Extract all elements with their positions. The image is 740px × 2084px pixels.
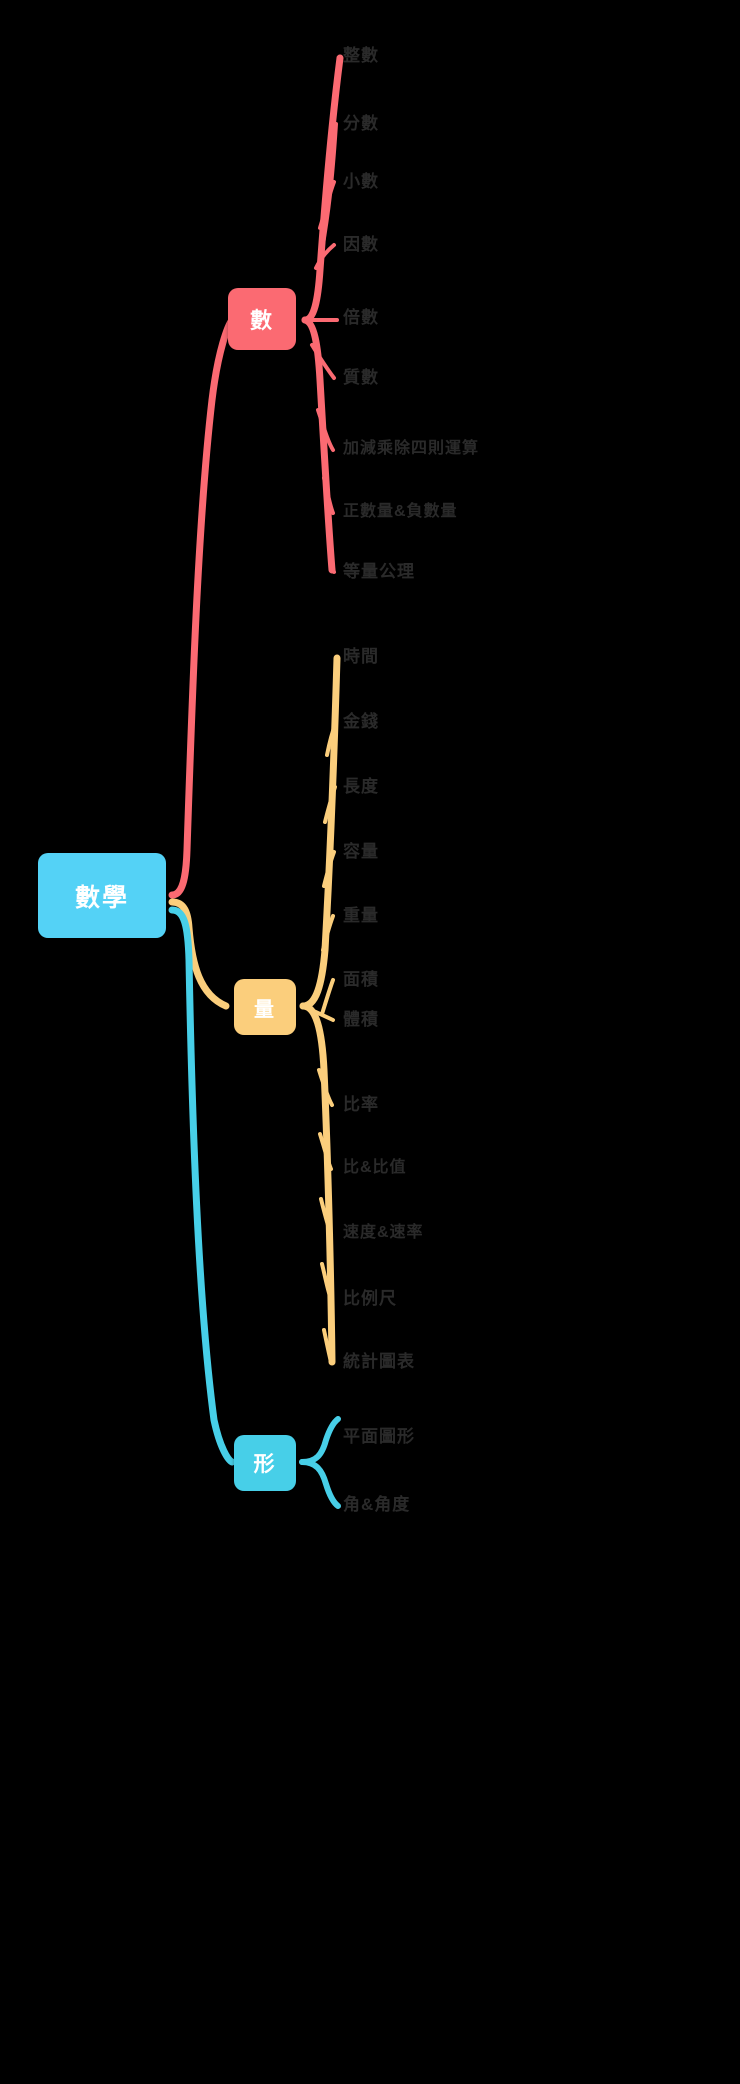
twigs-shape: [299, 1416, 341, 1509]
leaf-node[interactable]: 重量: [343, 906, 379, 925]
leaf-node[interactable]: 小數: [343, 172, 379, 191]
leaf-node[interactable]: 時間: [343, 647, 379, 666]
root-node-mathematics[interactable]: 數學: [38, 853, 166, 938]
leaf-node[interactable]: 角&角度: [343, 1495, 411, 1514]
leaf-node[interactable]: 正數量&負數量: [343, 503, 458, 520]
branch-node-label-shape: 形: [253, 1453, 277, 1476]
branch-node-quantity[interactable]: 量: [234, 979, 296, 1035]
twigs-quantity: [301, 720, 338, 1364]
leaf-node[interactable]: 體積: [343, 1010, 379, 1029]
twigs-number: [303, 122, 339, 574]
trunk-number: [168, 316, 236, 899]
leaf-node[interactable]: 長度: [343, 777, 379, 796]
branch-node-shape[interactable]: 形: [234, 1435, 296, 1491]
leaf-node[interactable]: 倍數: [343, 308, 379, 327]
leaf-node[interactable]: 比&比值: [343, 1159, 407, 1176]
branch-node-label-quantity: 量: [254, 998, 276, 1021]
leaf-node[interactable]: 容量: [343, 842, 379, 861]
leaf-node[interactable]: 金錢: [343, 712, 379, 731]
leaf-node[interactable]: 加減乘除四則運算: [343, 440, 480, 457]
leaf-node[interactable]: 比率: [343, 1095, 379, 1114]
leaf-node[interactable]: 整數: [343, 46, 379, 65]
leaf-node[interactable]: 等量公理: [343, 562, 415, 581]
branch-node-number[interactable]: 數: [228, 288, 296, 350]
leaf-node[interactable]: 因數: [343, 235, 379, 254]
trunk-quantity: [168, 898, 230, 1010]
leaf-node[interactable]: 比例尺: [343, 1289, 397, 1308]
leaf-node[interactable]: 速度&速率: [343, 1224, 424, 1241]
branch-node-label-number: 數: [249, 308, 274, 333]
leaf-node[interactable]: 分數: [343, 114, 379, 133]
spine-number: [301, 54, 344, 574]
spine-quantity: [299, 654, 341, 1366]
leaf-node[interactable]: 面積: [343, 970, 379, 989]
leaf-node[interactable]: 平面圖形: [343, 1427, 415, 1446]
root-node-label: 數學: [74, 883, 129, 912]
trunk-shape: [168, 906, 236, 1466]
leaf-node[interactable]: 統計圖表: [343, 1352, 415, 1371]
leaf-node[interactable]: 質數: [343, 368, 379, 387]
